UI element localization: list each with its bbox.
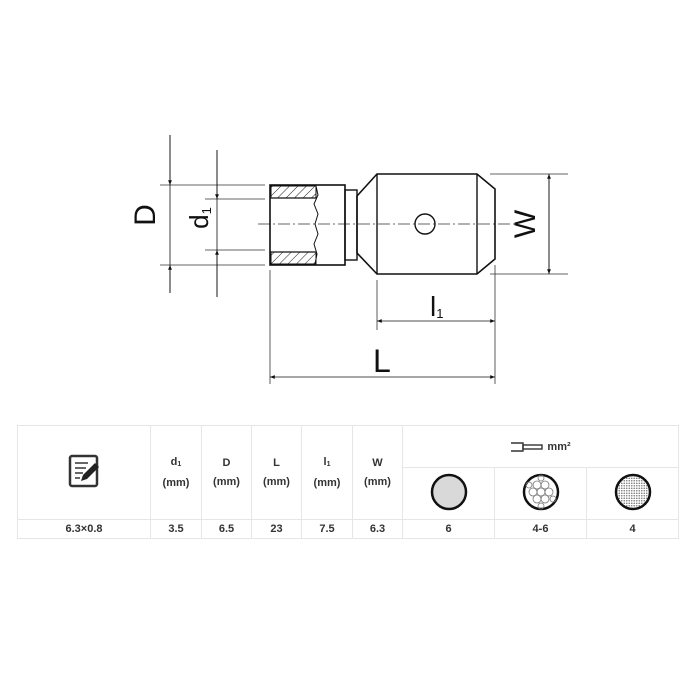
D-value: 6.5 bbox=[201, 519, 252, 539]
wire-terminal-icon bbox=[511, 441, 544, 452]
solid-conductor-icon bbox=[430, 473, 467, 511]
solid-value: 6 bbox=[402, 519, 495, 539]
tab-size-value: 6.3×0.8 bbox=[17, 519, 151, 539]
dimension-D: D bbox=[129, 135, 172, 293]
inspection-hole bbox=[414, 213, 436, 235]
fine-stranded-conductor-cell bbox=[585, 467, 680, 520]
svg-text:L: L bbox=[373, 343, 391, 379]
specification-table: d1(mm) D(mm) L(mm) l1(mm) W(mm) mm² bbox=[17, 425, 680, 539]
dimension-L: L bbox=[269, 343, 496, 379]
header-l1: l1(mm) bbox=[301, 425, 353, 520]
d1-value: 3.5 bbox=[150, 519, 202, 539]
svg-text:l1: l1 bbox=[430, 291, 443, 322]
edit-icon-cell bbox=[17, 425, 151, 520]
svg-text:D: D bbox=[129, 204, 162, 226]
neck bbox=[344, 189, 358, 261]
svg-text:W: W bbox=[509, 209, 542, 238]
dimension-W: W bbox=[509, 174, 551, 275]
L-value: 23 bbox=[251, 519, 302, 539]
header-D: D(mm) bbox=[201, 425, 252, 520]
stranded-conductor-cell bbox=[494, 467, 587, 520]
fine-stranded-conductor-icon bbox=[614, 473, 651, 511]
stranded-value: 4-6 bbox=[494, 519, 587, 539]
W-value: 6.3 bbox=[352, 519, 403, 539]
stranded-conductor-icon bbox=[522, 473, 559, 511]
insulation-sleeve bbox=[269, 184, 346, 266]
svg-text:d1: d1 bbox=[184, 207, 214, 229]
technical-drawing: D d1 W l1 L bbox=[129, 135, 568, 384]
dimension-d1: d1 bbox=[184, 150, 219, 297]
solid-conductor-cell bbox=[402, 467, 495, 520]
header-W: W(mm) bbox=[352, 425, 403, 520]
edit-document-icon bbox=[68, 454, 99, 488]
extension-lines bbox=[160, 173, 568, 384]
header-d1: d1(mm) bbox=[150, 425, 202, 520]
wire-cross-section-header: mm² bbox=[401, 425, 680, 468]
terminal-barrel bbox=[356, 173, 496, 275]
l1-value: 7.5 bbox=[301, 519, 353, 539]
dimension-l1: l1 bbox=[376, 291, 496, 323]
fine-stranded-value: 4 bbox=[585, 519, 680, 539]
header-L: L(mm) bbox=[251, 425, 302, 520]
